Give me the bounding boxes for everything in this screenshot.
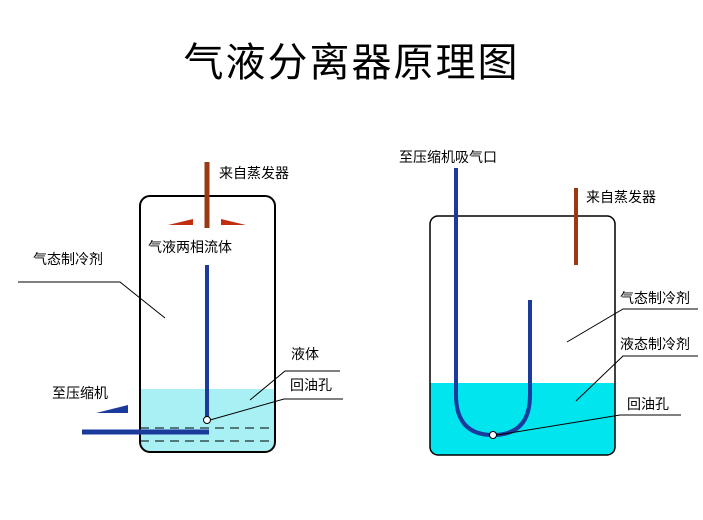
left-flow-arrow-left (168, 219, 193, 225)
right-leader-oil (496, 414, 681, 436)
left-flow-arrow-right (221, 219, 246, 225)
left-label-liquid: 液体 (291, 347, 319, 363)
right-oil-hole (489, 431, 497, 439)
left-label-to-compressor: 至压缩机 (52, 386, 108, 402)
right-label-from-evaporator: 来自蒸发器 (586, 190, 656, 206)
left-leader-gas (18, 281, 166, 319)
left-outlet-arrow (96, 405, 128, 413)
left-leader-liquid (249, 370, 340, 401)
left-separator: 来自蒸发器 气液两相流体 气态制冷剂 液体 回油孔 至压缩机 (18, 162, 343, 453)
right-separator: 至压缩机吸气口 来自蒸发器 气态制冷剂 液态制冷剂 回油孔 (399, 150, 698, 456)
right-label-to-suction: 至压缩机吸气口 (399, 150, 497, 166)
right-label-oil-hole: 回油孔 (627, 397, 669, 413)
left-label-oil-hole: 回油孔 (290, 378, 332, 394)
left-label-two-phase: 气液两相流体 (148, 240, 232, 256)
right-liquid-fill (430, 383, 615, 455)
left-leader-oil (209, 398, 343, 421)
left-label-gas-refrigerant: 气态制冷剂 (33, 252, 103, 268)
right-leader-liquid (575, 355, 698, 402)
page-title: 气液分离器原理图 (183, 40, 520, 86)
left-label-from-evaporator: 来自蒸发器 (219, 166, 289, 182)
right-vessel (429, 215, 616, 456)
right-label-gas-refrigerant: 气态制冷剂 (620, 291, 690, 307)
right-label-liquid-refrigerant: 液态制冷剂 (620, 337, 690, 353)
right-leader-gas (566, 308, 698, 343)
left-oil-hole (203, 416, 211, 424)
